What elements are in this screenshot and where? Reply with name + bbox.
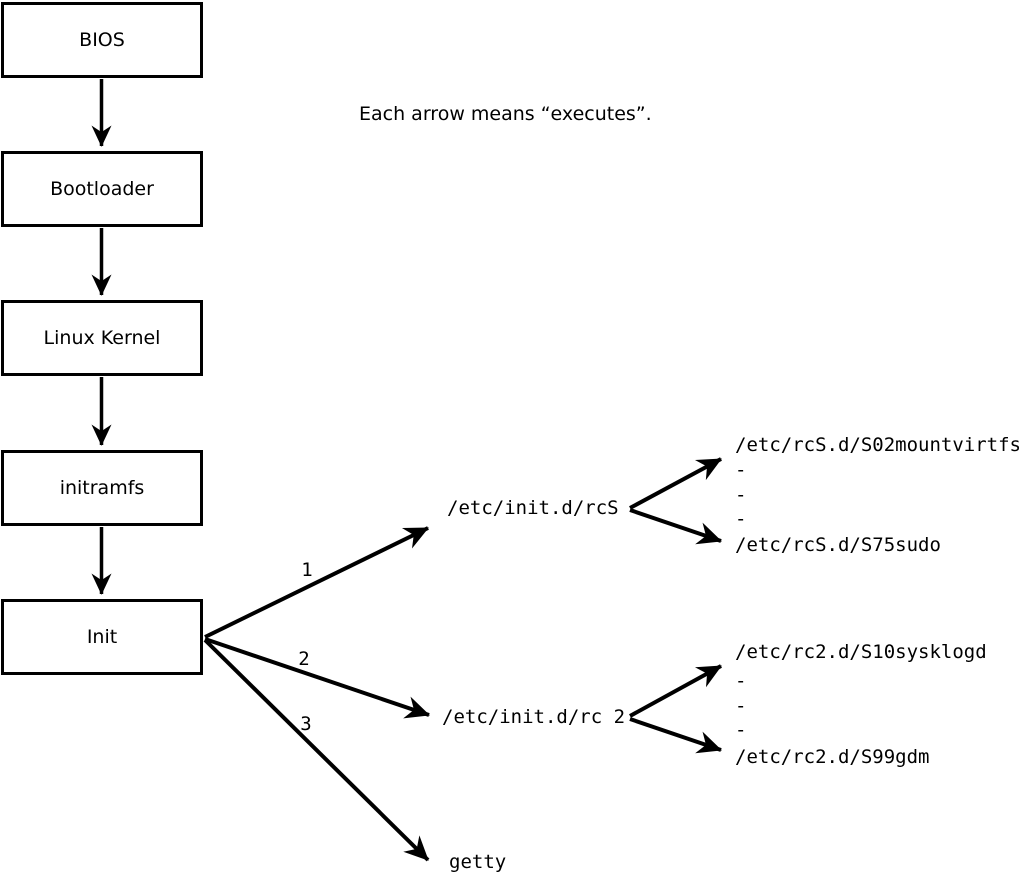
arrow-init-to-rcs <box>204 526 429 639</box>
rcs-ellipsis-dash-3: - <box>735 508 747 530</box>
note-executes: Each arrow means “executes”. <box>359 103 652 125</box>
box-bootloader-label: Bootloader <box>50 178 154 200</box>
rcs-ellipsis-dash-2: - <box>735 484 747 506</box>
rcs-script-s75sudo: /etc/rcS.d/S75sudo <box>735 534 941 556</box>
branch-number-2: 2 <box>298 648 310 670</box>
box-init-label: Init <box>86 626 118 648</box>
box-init: Init <box>1 599 203 675</box>
arrow-rc2-to-s99gdm <box>629 717 722 754</box>
rc2-script-s99gdm: /etc/rc2.d/S99gdm <box>735 746 930 768</box>
rc2-script-s10sysklogd: /etc/rc2.d/S10sysklogd <box>735 641 987 663</box>
rcs-ellipsis-dash-1: - <box>735 459 747 481</box>
target-etc-init-d-rc2: /etc/init.d/rc 2 <box>442 706 626 728</box>
rc2-ellipsis-dash-2: - <box>735 695 747 717</box>
box-linux-kernel-label: Linux Kernel <box>43 327 161 349</box>
branch-number-1: 1 <box>301 559 313 581</box>
arrow-init-to-rc2 <box>204 637 430 719</box>
rc2-ellipsis-dash-3: - <box>735 719 747 741</box>
box-initramfs-label: initramfs <box>59 477 145 499</box>
box-bios-label: BIOS <box>79 29 125 51</box>
box-bootloader: Bootloader <box>1 151 203 227</box>
branch-number-3: 3 <box>300 713 312 735</box>
arrow-init-to-getty <box>203 638 430 862</box>
rcs-script-s02mountvirtfs: /etc/rcS.d/S02mountvirtfs <box>735 434 1021 456</box>
target-etc-init-d-rcs: /etc/init.d/rcS <box>447 497 619 519</box>
arrow-rcs-to-s02mountvirtfs <box>629 457 722 510</box>
arrow-rcs-to-s75sudo <box>629 508 722 545</box>
target-getty: getty <box>449 851 507 873</box>
box-initramfs: initramfs <box>1 450 203 526</box>
box-bios: BIOS <box>1 2 203 78</box>
arrow-rc2-to-s10sysklogd <box>629 664 722 718</box>
box-linux-kernel: Linux Kernel <box>1 300 203 376</box>
rc2-ellipsis-dash-1: - <box>735 670 747 692</box>
